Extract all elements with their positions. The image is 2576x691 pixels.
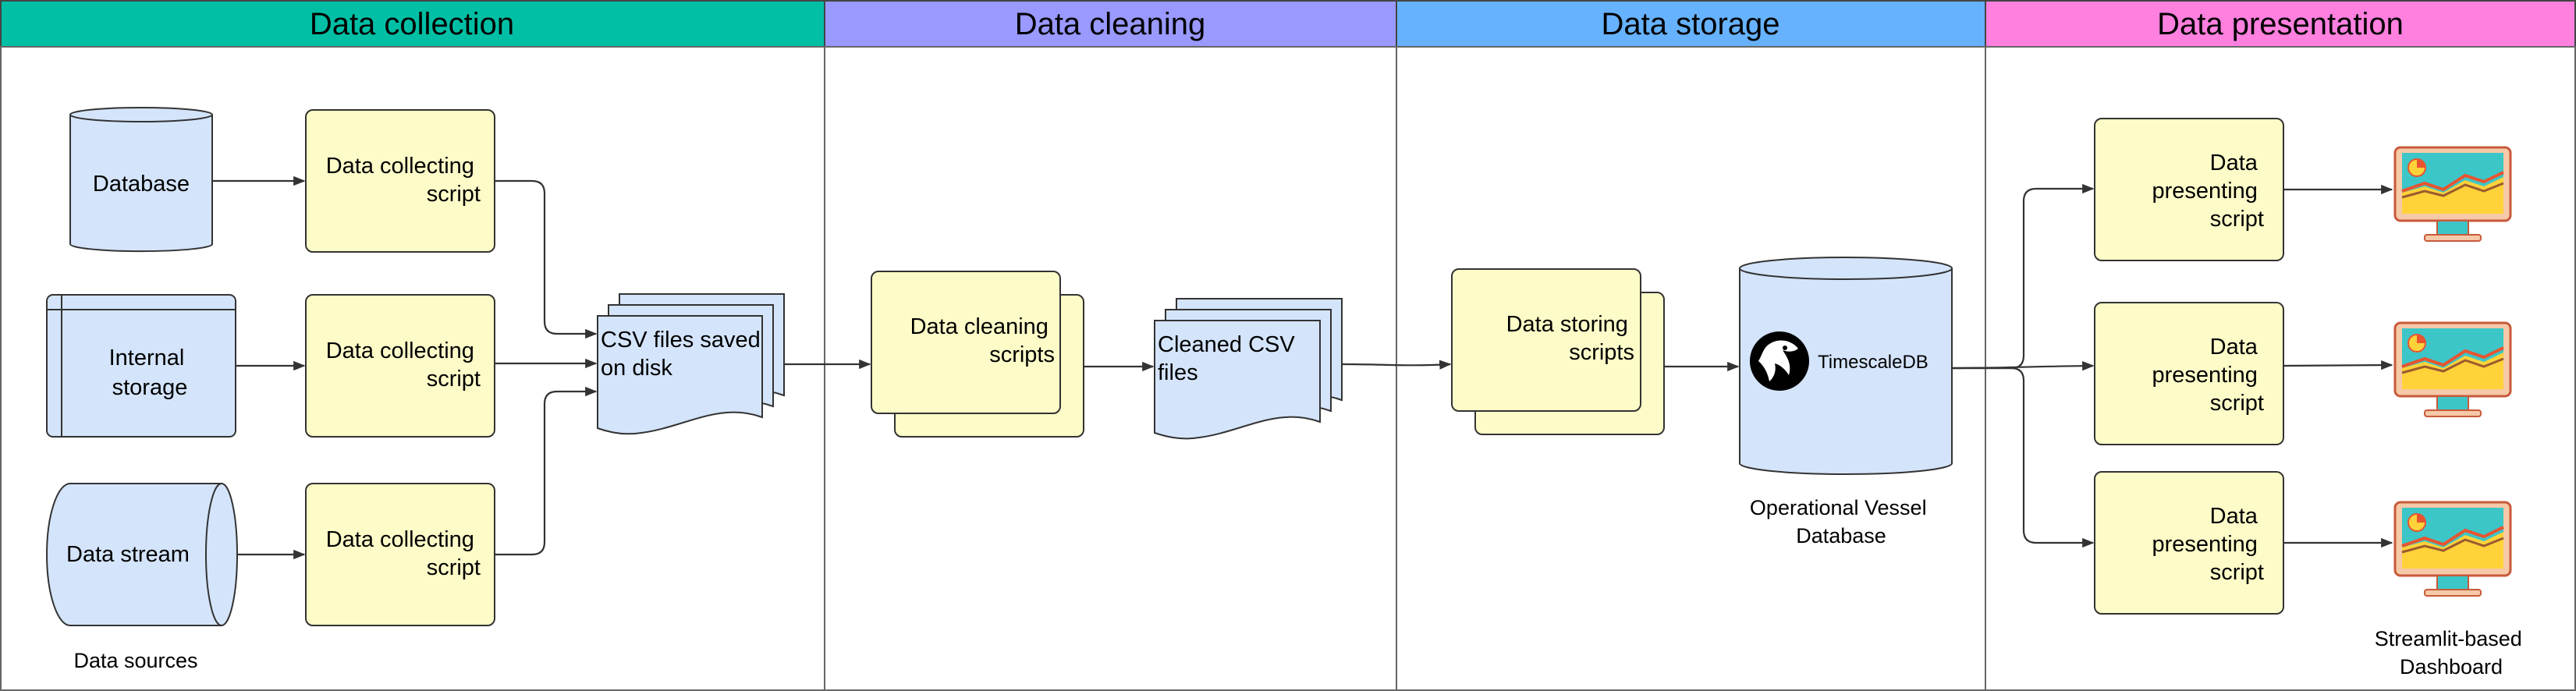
presenting-script-1[interactable]: Data presenting script <box>2094 118 2284 261</box>
cleaning-scripts-label: Data cleaning scripts <box>910 314 1055 367</box>
presenting-script-2[interactable]: Data presenting script <box>2094 302 2284 445</box>
source-database[interactable]: Database <box>69 107 213 253</box>
lane-cleaning: Data cleaning <box>824 0 1397 48</box>
monitor-chart-icon[interactable] <box>2393 146 2512 242</box>
lane-title-cleaning: Data cleaning <box>1015 7 1206 41</box>
lane-storage: Data storage <box>1396 0 1986 48</box>
source-internal-storage[interactable]: Internal storage <box>46 294 236 438</box>
lane-collection: Data collection <box>0 0 825 48</box>
data-sources-caption: Data sources <box>73 649 197 672</box>
edge-db-to-presenting-3 <box>1952 367 2095 548</box>
collecting-script-2[interactable]: Data collecting script <box>305 294 495 438</box>
source-internal-storage-label: Internal storage <box>109 346 191 400</box>
cleaned-csv-files[interactable]: Cleaned CSV files <box>1154 298 1343 440</box>
lane-title-collection: Data collection <box>310 7 514 41</box>
lane-header-cleaning <box>824 0 1397 48</box>
dashboard-caption: Streamlit-based Dashboard <box>2375 627 2528 679</box>
source-data-stream[interactable]: Data stream <box>46 483 238 626</box>
csv-files-saved[interactable]: CSV files saved on disk <box>597 293 785 435</box>
timescale-brand-label: TimescaleDB <box>1818 352 1928 373</box>
presenting-script-3-label: Data presenting script <box>2152 504 2265 585</box>
lane-header-collection <box>0 0 825 48</box>
storing-scripts-label: Data storing scripts <box>1506 312 1634 365</box>
source-data-stream-label: Data stream <box>66 542 190 567</box>
database-caption: Operational Vessel Database <box>1750 496 1932 547</box>
timescale-database[interactable]: TimescaleDB <box>1739 257 1953 475</box>
lane-header-storage <box>1396 0 1986 48</box>
lane-header-presentation <box>1985 0 2576 48</box>
collecting-script-3-label: Data collecting script <box>326 527 481 580</box>
presenting-script-2-label: Data presenting script <box>2152 335 2265 416</box>
presenting-script-1-label: Data presenting script <box>2152 151 2265 232</box>
monitor-chart-icon[interactable] <box>2393 321 2512 417</box>
lane-presentation: Data presentation <box>1985 0 2576 48</box>
lane-title-storage: Data storage <box>1601 7 1779 41</box>
edges <box>212 175 2393 560</box>
collecting-script-2-label: Data collecting script <box>326 338 481 392</box>
timescale-tiger-icon <box>1750 331 1809 391</box>
edge-cleaned-to-storing <box>1341 360 1452 370</box>
edge-script3-to-csv <box>495 386 598 556</box>
cleaning-scripts[interactable]: Data cleaning scripts <box>871 271 1084 438</box>
storing-scripts[interactable]: Data storing scripts <box>1451 268 1665 435</box>
lane-title-presentation: Data presentation <box>2157 7 2404 41</box>
collecting-script-1[interactable]: Data collecting script <box>305 109 495 253</box>
collecting-script-3[interactable]: Data collecting script <box>305 483 495 626</box>
edge-script1-to-csv <box>495 179 598 339</box>
presenting-script-3[interactable]: Data presenting script <box>2094 471 2284 615</box>
csv-files-saved-label: CSV files saved on disk <box>601 328 767 381</box>
collecting-script-1-label: Data collecting script <box>326 154 481 207</box>
edge-presenting2-to-dashboard <box>2283 360 2393 370</box>
edge-db-to-presenting-1 <box>1952 183 2095 370</box>
cleaned-csv-files-label: Cleaned CSV files <box>1158 332 1301 385</box>
monitor-chart-icon[interactable] <box>2393 501 2512 597</box>
source-database-label: Database <box>93 172 190 197</box>
